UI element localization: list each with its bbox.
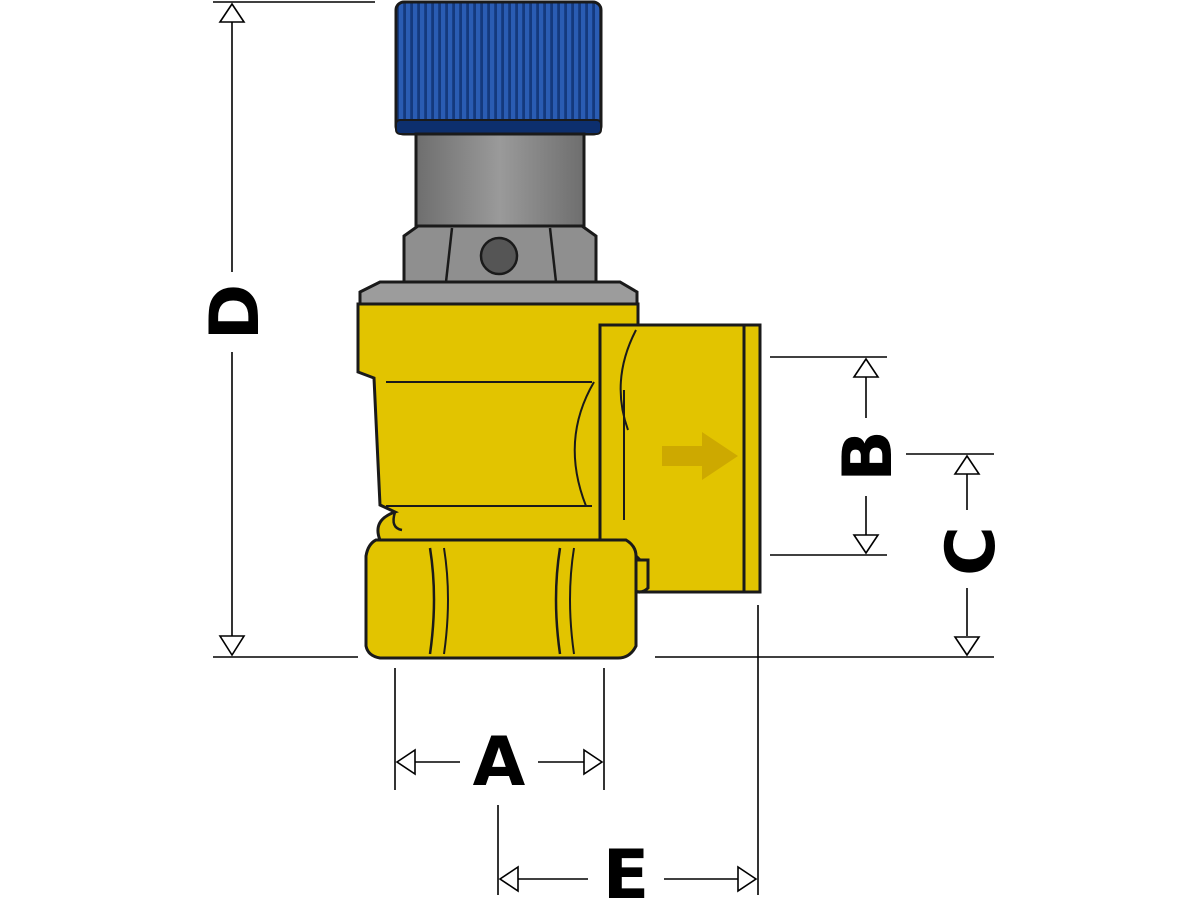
dimension-label-c: C <box>932 526 1011 576</box>
dimension-e: E <box>497 605 759 900</box>
valve-main-body <box>356 302 650 594</box>
lock-screw <box>479 236 519 276</box>
dimension-c: C <box>655 453 1011 658</box>
hex-lock-nut <box>402 224 598 284</box>
dimension-label-b: B <box>829 430 908 482</box>
blue-knurled-cap <box>394 0 603 136</box>
dimension-b: B <box>770 356 908 556</box>
dimension-d: D <box>196 1 375 658</box>
dimension-label-e: E <box>603 836 649 900</box>
dimension-label-d: D <box>196 284 275 340</box>
valve-stem <box>414 132 586 236</box>
inlet-hex-nut <box>364 538 638 660</box>
dimension-a: A <box>394 668 605 802</box>
dimension-lines: D B C A <box>196 1 1011 900</box>
body-collar <box>358 280 639 306</box>
dimension-label-a: A <box>473 723 526 802</box>
flow-direction-arrow-icon <box>662 432 738 480</box>
valve <box>356 0 762 660</box>
